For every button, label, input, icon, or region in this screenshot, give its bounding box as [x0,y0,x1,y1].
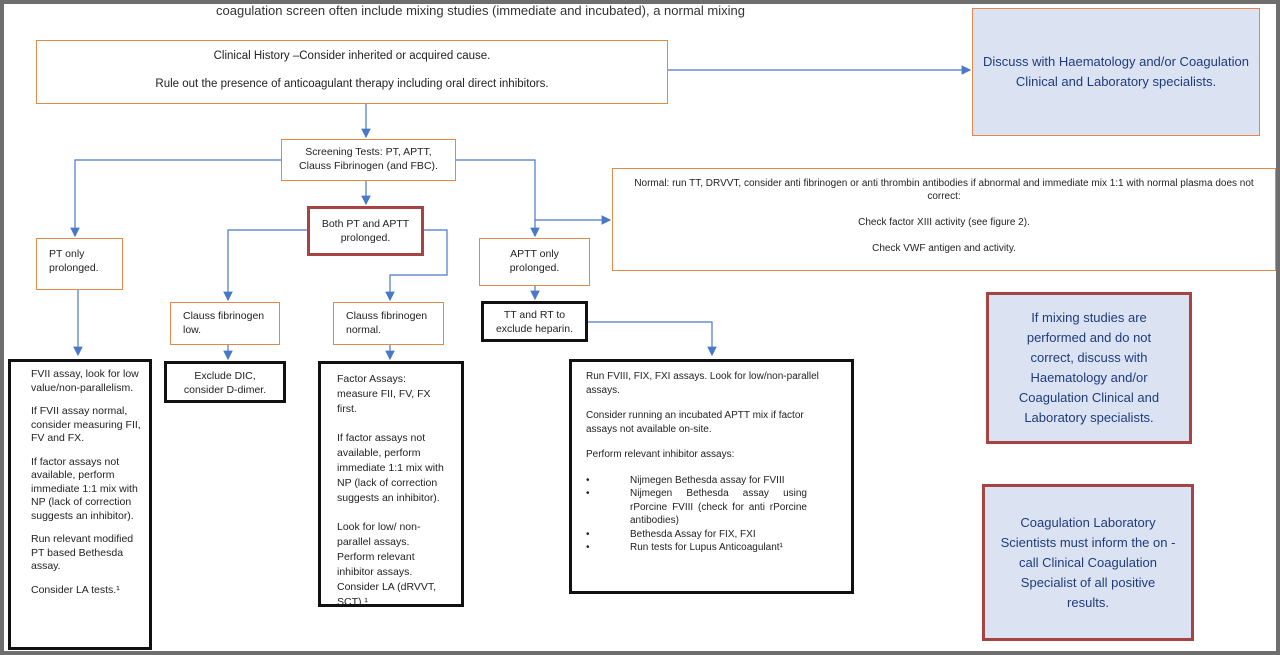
factor-para: If factor assays not available, perform … [337,432,444,504]
mixing-note-text: If mixing studies are performed and do n… [1018,310,1160,425]
clauss-normal-box: Clauss fibrinogen normal. [333,302,444,345]
clinical-history-line1: Clinical History –Consider inherited or … [213,50,491,62]
fvii-para: FVII assay, look for low value/non-paral… [31,368,139,394]
fviii-para: Perform relevant inhibitor assays: [586,449,735,460]
discuss-text: Discuss with Haematology and/or Coagulat… [983,54,1249,89]
exclude-dic-box: Exclude DIC, consider D-dimer. [164,361,286,403]
lab-scientists-note: Coagulation Laboratory Scientists must i… [982,484,1194,641]
inhibitor-assay-item: Bethesda Assay for FIX, FXI [586,528,807,542]
fviii-assays-box: Run FVIII, FIX, FXI assays. Look for low… [569,359,854,594]
inhibitor-assay-item: Nijmegen Bethesda assay for FVIII [586,474,807,488]
mixing-studies-note: If mixing studies are performed and do n… [986,292,1192,444]
arrow-tt-fviii [587,321,717,357]
aptt-only-box: APTT only prolonged. [479,238,590,286]
fvii-para: If factor assays not available, perform … [31,455,138,522]
arrow-screening-pt [70,159,281,238]
lab-note-text: Coagulation Laboratory Scientists must i… [1000,514,1176,610]
normal-screen-box: Normal: run TT, DRVVT, consider anti fib… [612,168,1276,271]
fvii-para: Consider LA tests.¹ [31,583,120,596]
factor-assays-box: Factor Assays: measure FII, FV, FX first… [318,361,464,608]
arrow-both-clauss-normal [385,229,448,302]
normal-line2: Check factor XIII activity (see figure 2… [858,217,1030,228]
inhibitor-assay-list: Nijmegen Bethesda assay for FVIII Nijmeg… [586,474,837,555]
screening-tests-box: Screening Tests: PT, APTT, Clauss Fibrin… [281,139,456,181]
discuss-specialists-note: Discuss with Haematology and/or Coagulat… [972,8,1260,136]
tt-rt-box: TT and RT to exclude heparin. [481,301,588,342]
flowchart-page: coagulation screen often include mixing … [4,4,1276,651]
fvii-para: Run relevant modified PT based Bethesda … [31,533,134,572]
factor-para: Look for low/ non-parallel assays. Perfo… [337,521,437,608]
cropped-text: coagulation screen often include mixing … [216,4,745,18]
clinical-history-line2: Rule out the presence of anticoagulant t… [155,78,549,90]
clinical-history-box: Clinical History –Consider inherited or … [36,40,668,104]
fviii-para: Consider running an incubated APTT mix i… [586,410,804,435]
inhibitor-assay-item: Nijmegen Bethesda assay using rPorcine F… [586,487,807,528]
both-prolonged-box: Both PT and APTT prolonged. [307,206,424,256]
connectors [70,65,972,361]
arrow-both-clauss-low [223,229,307,302]
clauss-low-box: Clauss fibrinogen low. [170,302,280,345]
fviii-para: Run FVIII, FIX, FXI assays. Look for low… [586,371,819,396]
arrow-screening-aptt [455,159,540,238]
normal-line1: Normal: run TT, DRVVT, consider anti fib… [634,178,1254,202]
fvii-assay-box: FVII assay, look for low value/non-paral… [8,359,152,650]
inhibitor-assay-item: Run tests for Lupus Anticoagulant¹ [586,541,807,555]
pt-only-box: PT only prolonged. [36,238,123,290]
factor-para: Factor Assays: measure FII, FV, FX first… [337,373,431,415]
normal-line3: Check VWF antigen and activity. [872,243,1016,254]
fvii-para: If FVII assay normal, consider measuring… [31,405,141,444]
